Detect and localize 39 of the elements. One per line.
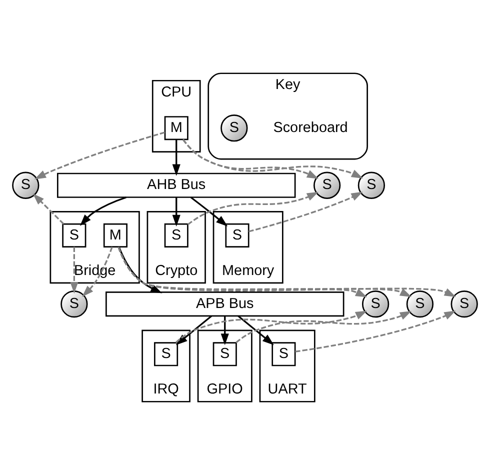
arrow — [175, 310, 368, 344]
node-box: S — [154, 342, 178, 366]
arrow — [187, 192, 319, 226]
node-circle: S — [406, 290, 434, 318]
arrow — [82, 246, 113, 297]
arrow — [172, 140, 180, 176]
arrow — [118, 246, 162, 294]
node-circle: S — [12, 172, 40, 199]
node-box: S — [272, 342, 296, 366]
arrow — [70, 246, 78, 294]
node-circle: S — [358, 172, 385, 199]
node-box: S — [164, 223, 188, 248]
arrow — [190, 196, 228, 226]
node-circle: S — [60, 290, 88, 318]
node-circle: S — [450, 290, 478, 318]
arrow — [172, 198, 180, 226]
node-label: Scoreboard — [273, 120, 348, 136]
node-box: S — [212, 342, 237, 366]
node-circle: S — [362, 290, 390, 318]
arrow — [248, 192, 363, 232]
arrow — [182, 138, 319, 179]
arrow — [118, 246, 368, 298]
node-box: APB Bus — [106, 292, 344, 317]
arrow — [34, 132, 166, 180]
node-box: S — [62, 223, 86, 248]
node-box: S — [225, 223, 250, 248]
arrow — [238, 315, 274, 346]
node-circle: S — [313, 172, 341, 199]
node-box: M — [164, 116, 188, 140]
arrow — [176, 315, 212, 346]
arrow — [220, 316, 229, 346]
arrow — [295, 310, 456, 352]
arrow — [182, 139, 364, 178]
arrow — [32, 193, 64, 225]
node-circle: S — [220, 114, 248, 142]
arrow — [236, 310, 412, 344]
node-box: AHB Bus — [56, 172, 296, 198]
arrow — [80, 196, 126, 226]
node-box: M — [103, 223, 128, 248]
